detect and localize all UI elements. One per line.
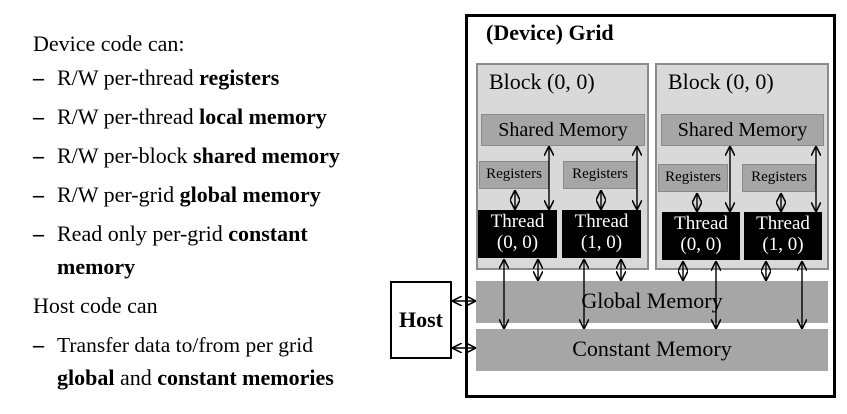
block-2-thread-1-0: Thread (1, 0): [744, 212, 822, 260]
emphasis: registers: [199, 65, 280, 90]
device-item-registers: R/W per-thread registers: [57, 65, 280, 90]
emphasis: constant: [228, 221, 308, 246]
bullet-dash: –: [33, 182, 44, 207]
grid-title: (Device) Grid: [486, 20, 614, 45]
device-item-global-memory: R/W per-grid global memory: [57, 182, 321, 207]
host-item-transfer: Transfer data to/from per grid: [57, 333, 313, 357]
global-memory: Global Memory: [476, 281, 828, 323]
block-2-registers-1: Registers: [658, 164, 728, 192]
block-2-thread-0-0: Thread (0, 0): [662, 212, 740, 260]
block-1-title: Block (0, 0): [489, 69, 595, 94]
host-box: Host: [390, 281, 452, 359]
block-1-thread-0-0: Thread (0, 0): [478, 210, 557, 258]
emphasis: global: [57, 365, 115, 390]
bullet-dash: –: [33, 332, 44, 357]
device-item-shared-memory: R/W per-block shared memory: [57, 143, 340, 168]
bullet-dash: –: [33, 104, 44, 129]
block-2-title: Block (0, 0): [668, 69, 774, 94]
device-item-local-memory: R/W per-thread local memory: [57, 104, 327, 129]
device-item-constant-memory: Read only per-grid constant: [57, 221, 308, 246]
emphasis: constant memories: [157, 365, 334, 390]
device-code-heading: Device code can:: [33, 31, 185, 56]
emphasis: local memory: [199, 104, 327, 129]
constant-memory: Constant Memory: [476, 329, 828, 371]
block-1-registers-2: Registers: [563, 161, 637, 189]
emphasis: shared memory: [193, 143, 340, 168]
block-1-shared-memory: Shared Memory: [481, 114, 645, 146]
bullet-dash: –: [33, 143, 44, 168]
host-item-transfer-cont: global and constant memories: [57, 365, 334, 390]
host-code-heading: Host code can: [33, 293, 158, 318]
bullet-dash: –: [33, 65, 44, 90]
block-1-thread-1-0: Thread (1, 0): [562, 210, 641, 258]
block-2-registers-2: Registers: [742, 164, 816, 192]
block-1-registers-1: Registers: [479, 161, 549, 189]
bullet-dash: –: [33, 221, 44, 246]
emphasis: global memory: [179, 182, 321, 207]
block-2-shared-memory: Shared Memory: [661, 114, 824, 146]
device-item-constant-memory-cont: memory: [57, 254, 136, 279]
